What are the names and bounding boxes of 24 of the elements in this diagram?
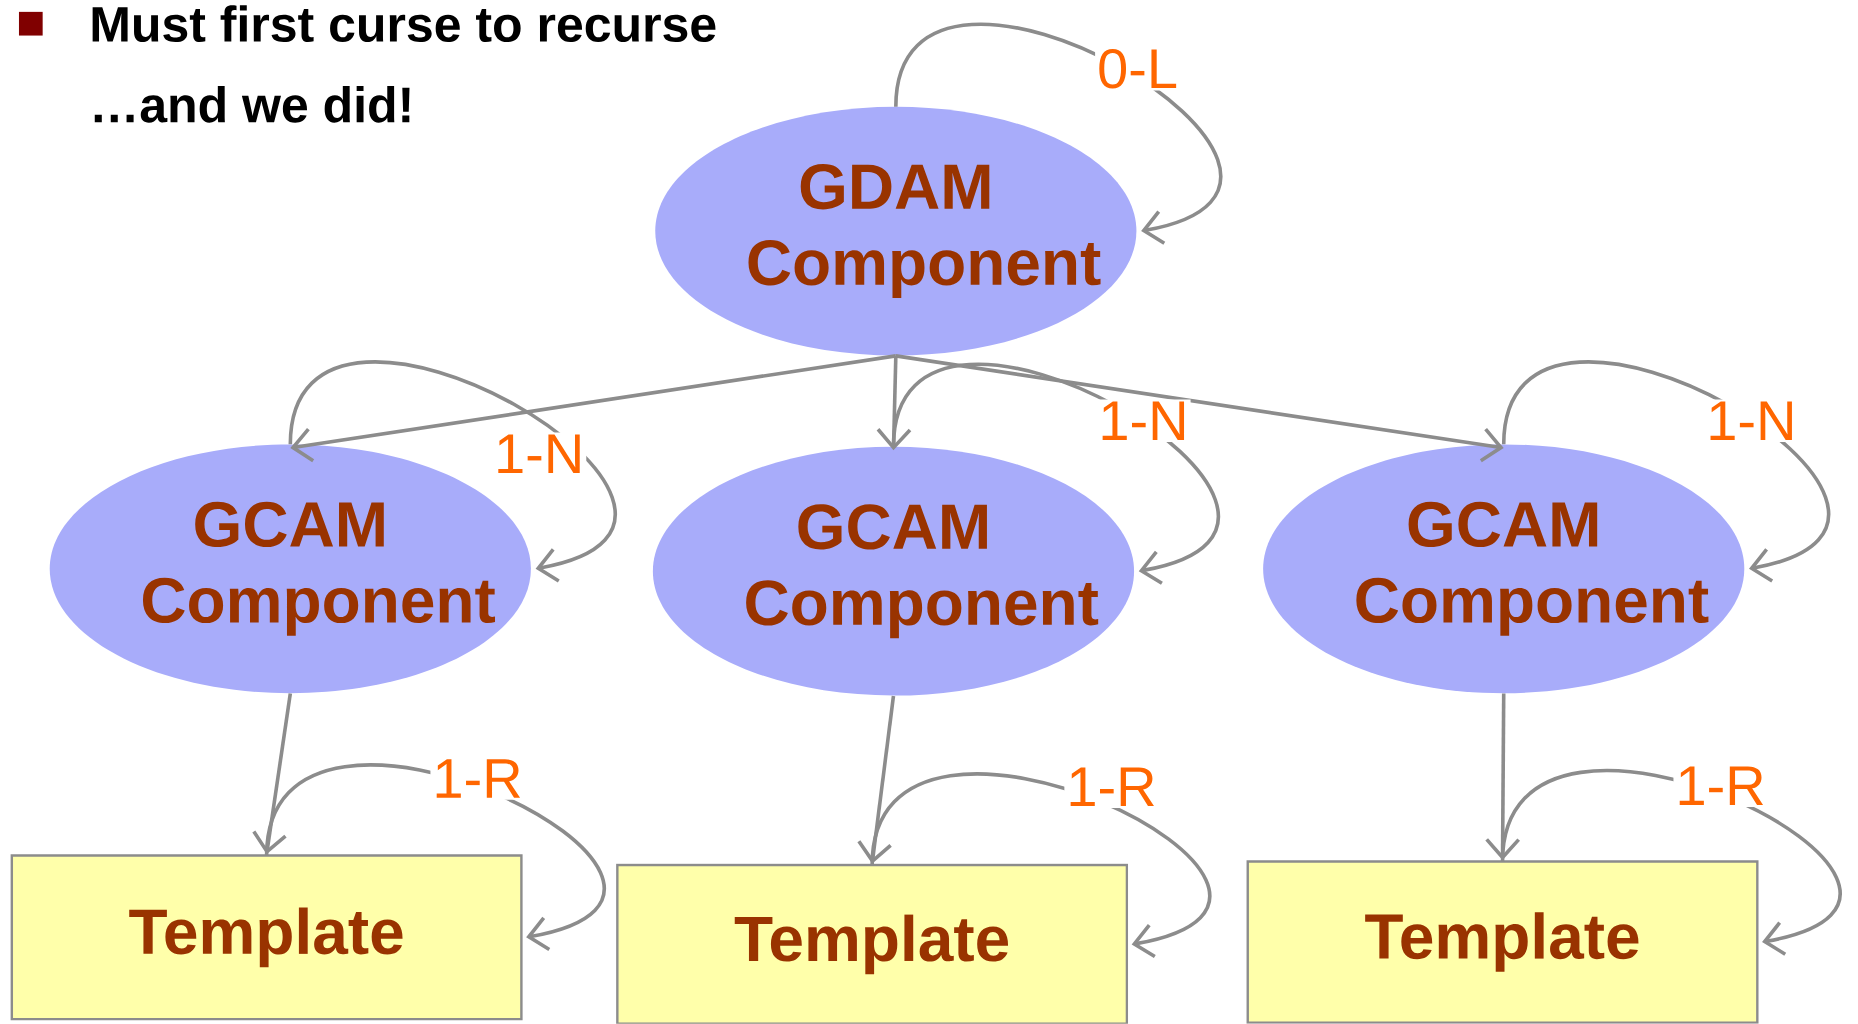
arrow <box>1485 693 1520 861</box>
arrow <box>857 695 896 864</box>
arrow <box>290 354 897 463</box>
arrow <box>894 23 1221 245</box>
arrow <box>876 355 912 451</box>
edge-label: 1-N <box>492 432 587 476</box>
edge-label: 1-N <box>1704 399 1799 443</box>
edge-label: 0-L <box>1095 47 1181 91</box>
template-box: Template <box>1246 860 1759 1024</box>
bullet-text: …and we did! <box>94 86 410 123</box>
arrow <box>252 693 293 855</box>
edge-label: 1-R <box>1064 765 1159 809</box>
edge-label: 1-N <box>1096 399 1191 443</box>
template-box: Template <box>10 854 523 1021</box>
arrow <box>895 354 1504 463</box>
template-box: Template <box>616 863 1129 1024</box>
arrow <box>288 360 615 583</box>
ellipse-node: GCAM Component <box>652 446 1135 696</box>
edge-label: 1-R <box>430 757 525 800</box>
ellipse-node: GDAM Component <box>655 106 1137 356</box>
ellipse-node: GCAM Component <box>1263 444 1745 694</box>
edge-label: 1-R <box>1673 764 1768 807</box>
arrow <box>870 773 1210 959</box>
bullet-text: Must first curse to recurse <box>92 5 716 43</box>
